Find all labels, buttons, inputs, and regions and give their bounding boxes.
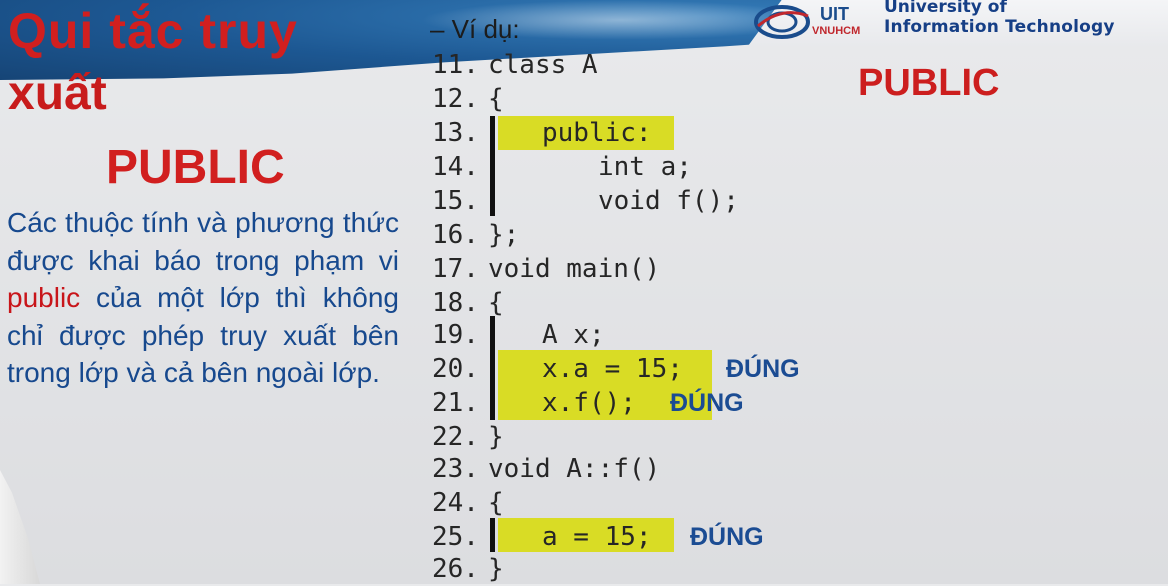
university-name-line2: Information Technology (884, 17, 1115, 37)
code-text: a = 15; (542, 522, 652, 552)
line-number: 25. (432, 522, 479, 552)
code-text: }; (488, 220, 520, 250)
line-number: 18. (432, 288, 479, 318)
university-name-line1: University of (884, 0, 1007, 17)
line-number: 24. (432, 488, 479, 518)
line-number: 13. (432, 118, 479, 148)
public-heading-left: PUBLIC (106, 141, 285, 194)
code-text: class A (488, 50, 598, 80)
code-text: x.a = 15; (542, 354, 683, 384)
line-number: 16. (432, 220, 479, 250)
highlight-public (498, 116, 674, 150)
line-number: 11. (432, 50, 479, 80)
line-number: 21. (432, 388, 479, 418)
presenter-silhouette (0, 470, 40, 584)
code-text: { (488, 488, 504, 518)
header-shine (420, 0, 820, 40)
uit-label: UIT (820, 4, 849, 24)
code-text: { (488, 84, 504, 114)
line-number: 22. (432, 422, 479, 452)
code-text: public: (542, 118, 652, 148)
code-text: int a; (598, 152, 692, 182)
slide-title-line2: xuất (8, 67, 107, 120)
scope-bar-class (490, 116, 495, 216)
scope-bar-func (490, 518, 495, 552)
code-text: A x; (542, 320, 605, 350)
description-keyword: public (7, 282, 81, 313)
line-number: 17. (432, 254, 479, 284)
public-heading-right: PUBLIC (858, 62, 1000, 104)
code-text: } (488, 422, 504, 452)
correct-label: ĐÚNG (670, 389, 744, 417)
code-text: void f(); (598, 186, 739, 216)
example-label: – Ví dụ: (430, 14, 520, 44)
scope-bar-main (490, 316, 495, 420)
correct-label: ĐÚNG (726, 355, 800, 383)
line-number: 20. (432, 354, 479, 384)
public-description: Các thuộc tính và phương thức được khai … (7, 204, 399, 392)
line-number: 15. (432, 186, 479, 216)
uit-globe-logo-icon (754, 5, 810, 39)
code-text: x.f(); (542, 388, 636, 418)
line-number: 23. (432, 454, 479, 484)
description-part2: của một lớp thì không chỉ được phép truy… (7, 282, 399, 388)
highlight-line25 (498, 518, 674, 552)
description-part1: Các thuộc tính và phương thức được khai … (7, 207, 399, 276)
correct-label: ĐÚNG (690, 523, 764, 551)
code-text: } (488, 554, 504, 584)
highlight-line20-21 (498, 350, 712, 420)
line-number: 19. (432, 320, 479, 350)
slide-title-line1: Qui tắc truy (8, 3, 298, 59)
vnuhcm-label: VNUHCM (812, 25, 861, 37)
line-number: 14. (432, 152, 479, 182)
code-text: { (488, 288, 504, 318)
line-number: 12. (432, 84, 479, 114)
code-text: void A::f() (488, 454, 661, 484)
logo-area (748, 0, 1168, 46)
line-number: 26. (432, 554, 479, 584)
code-text: void main() (488, 254, 661, 284)
